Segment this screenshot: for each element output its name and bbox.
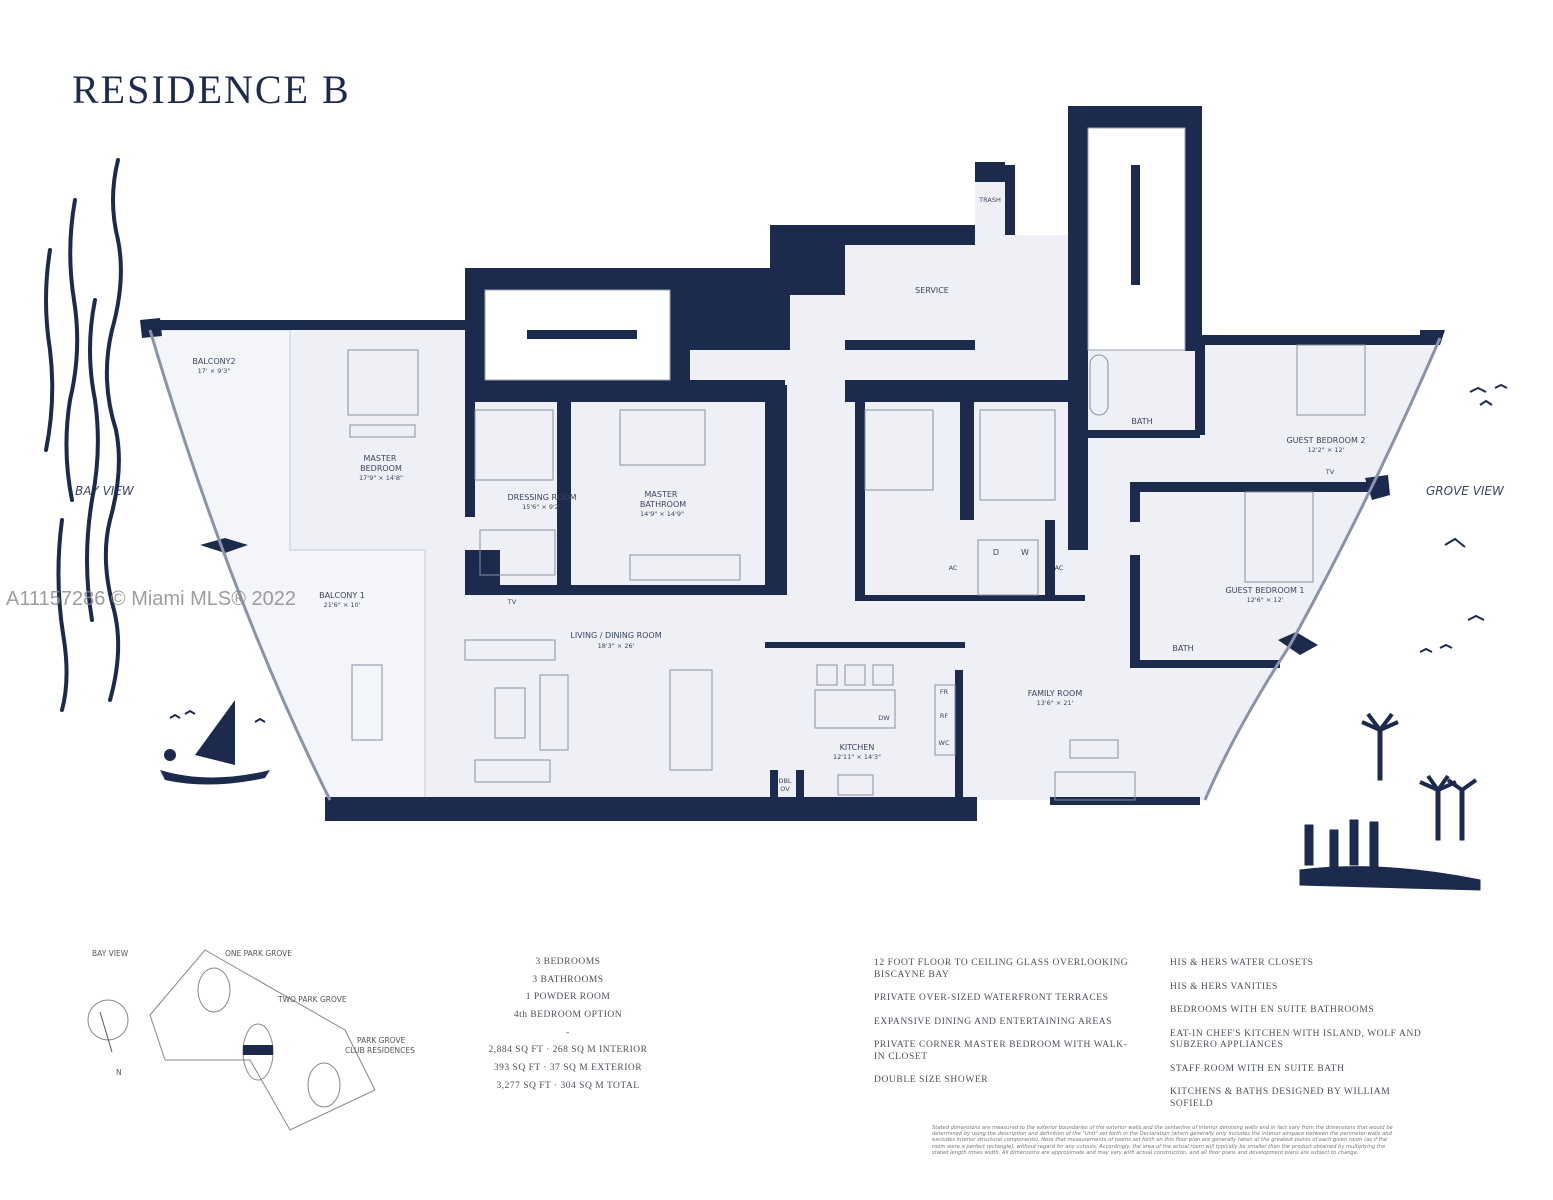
keyplan-bay-view: BAY VIEW: [92, 949, 129, 958]
room-dim: 15'6" × 9'2": [522, 503, 562, 511]
room-name-line2: BEDROOM: [360, 464, 402, 473]
keyplan-one-park-grove: ONE PARK GROVE: [225, 949, 292, 958]
feature-item: KITCHENS & BATHS DESIGNED BY WILLIAM SOF…: [1170, 1087, 1391, 1109]
room-dim: 17' × 9'3": [198, 367, 231, 375]
room-bath: BATH: [1172, 644, 1193, 653]
feature-item: EAT-IN CHEF'S KITCHEN WITH ISLAND, WOLF …: [1170, 1028, 1422, 1051]
stat-item: 393 SQ FT · 37 SQ M EXTERIOR: [493, 1063, 643, 1074]
room-dim: 21'6" × 10': [324, 601, 361, 609]
stat-item: 1 POWDER ROOM: [525, 992, 611, 1003]
room-dressing-room: DRESSING ROOM: [507, 493, 576, 502]
refrigerator-label: RF: [940, 712, 949, 720]
room-trash: TRASH: [978, 196, 1001, 204]
mls-watermark: A11157286 © Miami MLS® 2022: [6, 588, 296, 610]
room-dim: 12'11" × 14'3": [833, 753, 881, 761]
room-living-dining: LIVING / DINING ROOM: [570, 631, 661, 640]
north-arrow-icon: [99, 1011, 113, 1053]
room-service: SERVICE: [915, 286, 949, 295]
room-family-room: FAMILY ROOM: [1028, 689, 1083, 698]
keyplan-north: N: [116, 1068, 122, 1077]
walls: [140, 106, 1445, 821]
water-waves-illustration: [44, 158, 123, 712]
room-dim: 12'2" × 12': [1308, 446, 1345, 454]
room-labels: BALCONY2 17' × 9'3" MASTER BEDROOM 17'9"…: [75, 196, 1505, 793]
key-plan: BAY VIEW ONE PARK GROVE TWO PARK GROVE P…: [87, 949, 415, 1131]
feature-item: PRIVATE CORNER MASTER BEDROOM WITH WALK-…: [874, 1040, 1128, 1062]
room-guest-bedroom-2: GUEST BEDROOM 2: [1286, 436, 1365, 445]
ac-label: AC: [1055, 564, 1064, 572]
room-guest-bedroom-1: GUEST BEDROOM 1: [1225, 586, 1304, 595]
room-name-line2: BATHROOM: [640, 500, 686, 509]
dryer-label: D: [993, 548, 999, 557]
wine-cooler-label: WC: [939, 739, 950, 747]
sailboat-illustration: [160, 700, 270, 785]
room-dim: 18'3" × 26': [598, 642, 635, 650]
window-glass-left: [148, 329, 332, 801]
washer-label: W: [1021, 548, 1029, 557]
stat-item: -: [566, 1027, 570, 1038]
room-dim: 12'6" × 12': [1247, 596, 1284, 604]
birds-illustration: [169, 383, 1508, 723]
double-oven-label: DBL: [778, 777, 791, 785]
room-dim: 13'6" × 21': [1037, 699, 1074, 707]
keyplan-club-line1: PARK GROVE: [357, 1036, 406, 1045]
stairs: [484, 127, 1186, 381]
feature-item: PRIVATE OVER-SIZED WATERFRONT TERRACES: [874, 993, 1109, 1003]
feature-item: EXPANSIVE DINING AND ENTERTAINING AREAS: [874, 1016, 1113, 1027]
keyplan-two-park-grove: TWO PARK GROVE: [277, 995, 347, 1004]
room-balcony2: BALCONY2: [192, 357, 235, 366]
window-glass-right: [1203, 337, 1442, 801]
features-column-2: HIS & HERS WATER CLOSETS HIS & HERS VANI…: [1170, 958, 1430, 1122]
stat-item: 4th BEDROOM OPTION: [513, 1010, 623, 1021]
room-master-bathroom: MASTER: [645, 490, 678, 499]
dishwasher-label: DW: [878, 714, 890, 722]
palm-trees-illustration: [1299, 712, 1481, 891]
feature-item: STAFF ROOM WITH EN SUITE BATH: [1170, 1063, 1345, 1074]
feature-item: HIS & HERS VANITIES: [1170, 981, 1278, 992]
room-dim: 14'9" × 14'9": [640, 510, 684, 518]
freezer-label: FR: [940, 688, 949, 696]
stat-item: 3,277 SQ FT · 304 SQ M TOTAL: [496, 1080, 640, 1091]
grove-view-label: GROVE VIEW: [1426, 484, 1505, 498]
feature-item: HIS & HERS WATER CLOSETS: [1170, 958, 1314, 968]
tv-label: TV: [1325, 468, 1335, 476]
room-kitchen: KITCHEN: [840, 743, 875, 752]
room-balcony1: BALCONY 1: [319, 591, 365, 600]
furniture: [347, 344, 1366, 801]
feature-item: 12 FOOT FLOOR TO CEILING GLASS OVERLOOKI…: [874, 958, 1129, 980]
keyplan-club-line2: CLUB RESIDENCES: [345, 1046, 415, 1055]
room-bath: BATH: [1131, 417, 1152, 426]
stat-item: 2,884 SQ FT · 268 SQ M INTERIOR: [488, 1045, 648, 1056]
unit-location-marker: [243, 1045, 273, 1055]
double-oven-label: OV: [780, 785, 790, 793]
unit-stats: 3 BEDROOMS 3 BATHROOMS 1 POWDER ROOM 4th…: [478, 957, 658, 1099]
features-column-1: 12 FOOT FLOOR TO CEILING GLASS OVERLOOKI…: [874, 958, 1134, 1099]
bay-view-label: BAY VIEW: [75, 484, 135, 498]
disclaimer: Stated dimensions are measured to the ex…: [932, 1125, 1393, 1156]
room-dim: 17'9" × 14'8": [359, 474, 403, 482]
room-master-bedroom: MASTER: [364, 454, 397, 463]
stat-item: 3 BATHROOMS: [532, 974, 604, 985]
stat-item: 3 BEDROOMS: [535, 957, 601, 967]
feature-item: DOUBLE SIZE SHOWER: [874, 1075, 989, 1085]
ac-label: AC: [949, 564, 958, 572]
page-title: RESIDENCE B: [72, 67, 351, 112]
tv-label: TV: [507, 598, 517, 606]
feature-item: BEDROOMS WITH EN SUITE BATHROOMS: [1170, 1005, 1375, 1015]
